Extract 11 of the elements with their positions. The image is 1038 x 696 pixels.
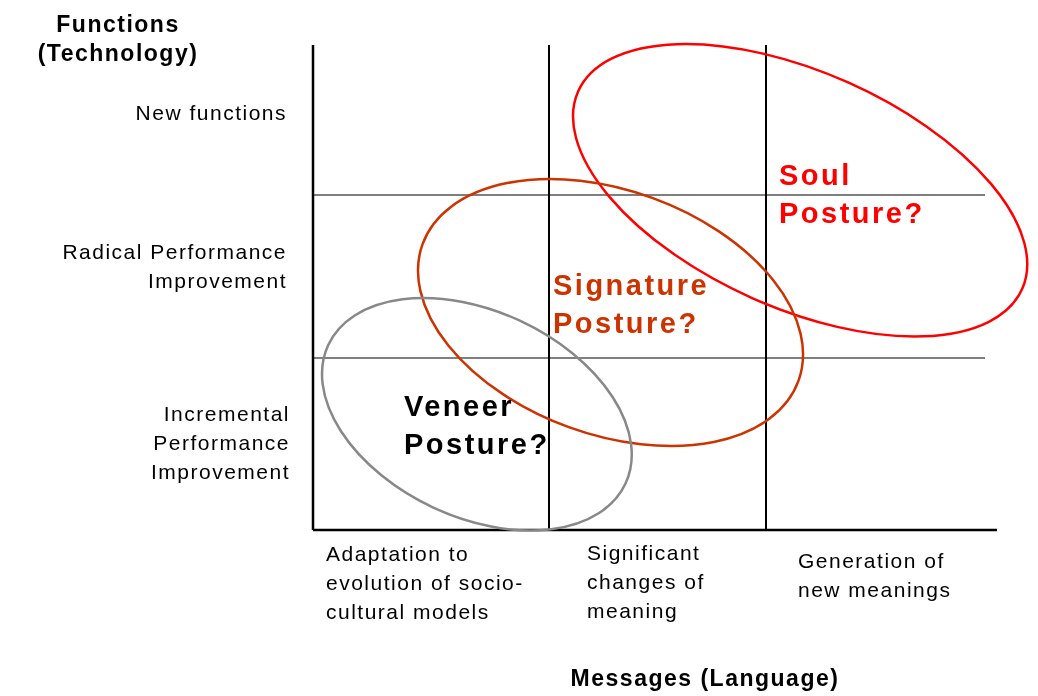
row-label: Incremental Performance Improvement — [149, 401, 290, 485]
axis-title: Functions (Technology) — [36, 10, 200, 68]
column-label: Generation of new meanings — [798, 548, 953, 603]
posture-label: Veneer Posture? — [404, 389, 551, 462]
row-label: Radical Performance Improvement — [61, 239, 287, 294]
row-label: New functions — [134, 100, 287, 126]
column-label: Significant changes of meaning — [587, 540, 706, 624]
posture-label: Soul Posture? — [779, 158, 926, 231]
column-label: Adaptation to evolution of socio- cultural models — [326, 541, 525, 625]
posture-label: Signature Posture? — [553, 268, 711, 341]
axis-title: Messages (Language) — [569, 664, 841, 693]
